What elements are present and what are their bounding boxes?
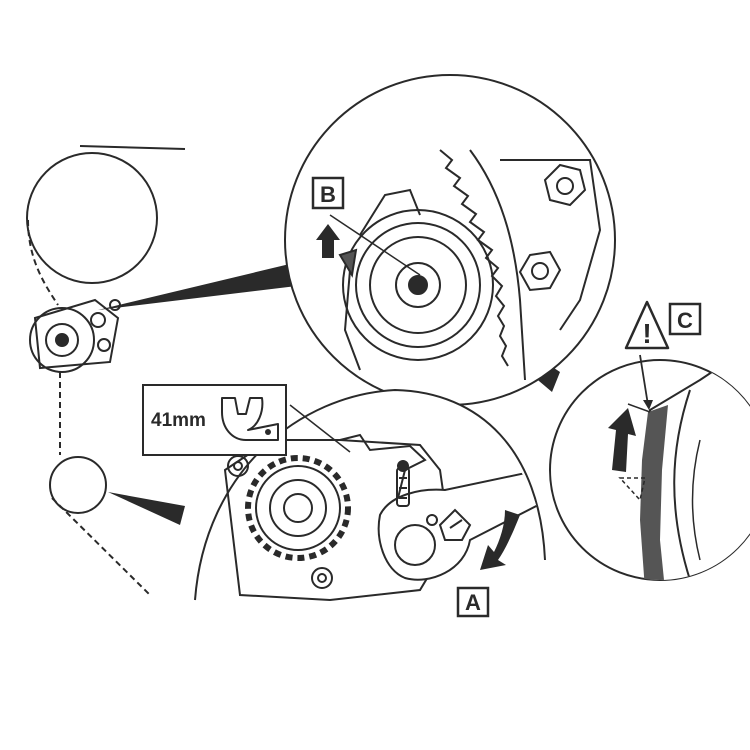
- hex-bolt-upper: [543, 163, 587, 207]
- open-end-wrench-icon: [221, 397, 279, 441]
- tensioner-pulley-hub: [45, 323, 79, 357]
- belt-overview: [26, 145, 186, 596]
- ratchet-tool: [377, 468, 545, 581]
- tensioner-hub: [395, 262, 441, 308]
- ratchet-slot: [438, 508, 472, 541]
- pulley-dark-band: [640, 405, 668, 580]
- arrow-a: [480, 510, 520, 570]
- arrow-b: [316, 224, 340, 258]
- detail-circle-c: [549, 354, 750, 581]
- leader-wedge-b: [98, 262, 305, 310]
- tensioner-pointer: [338, 248, 358, 278]
- tensioner-bolt-2: [97, 338, 111, 352]
- hex-bolt-lower: [518, 250, 562, 292]
- crank-sprocket: [245, 455, 351, 561]
- label-a: A: [456, 586, 490, 618]
- detail-circle-b: [284, 74, 616, 406]
- crank-pulley-overview: [49, 456, 107, 514]
- label-b-text: B: [320, 182, 336, 207]
- arrow-c: [608, 408, 636, 472]
- label-c-text: C: [677, 308, 693, 333]
- leader-wedge-a: [108, 492, 185, 525]
- wrench-size-label: 41mm: [151, 410, 206, 431]
- label-c: C: [668, 302, 702, 336]
- warning-symbol: !: [642, 318, 651, 349]
- belt-top-run: [79, 145, 186, 150]
- timing-belt-back: [469, 149, 526, 381]
- indicator-line-c: [639, 354, 649, 406]
- warning-triangle-icon: !: [624, 300, 670, 350]
- tensioner-pulley: [29, 307, 95, 373]
- plate-bolt-2: [311, 567, 333, 589]
- engine-block: [500, 159, 602, 331]
- timing-belt-teeth: [439, 149, 509, 367]
- wrench-callout: 41mm: [142, 384, 287, 456]
- ratchet-head: [394, 524, 436, 566]
- label-a-text: A: [465, 590, 481, 615]
- tensioner-arm: [343, 188, 421, 371]
- tensioner-pulley-center: [55, 333, 69, 347]
- tensioner-bracket: [33, 298, 120, 370]
- label-b: B: [311, 176, 345, 210]
- belt-left-run: [27, 219, 59, 306]
- tensioner-bolt-1: [90, 312, 106, 328]
- belt-bottom-run: [51, 497, 151, 596]
- tensioner-bolt-3: [109, 299, 121, 311]
- camshaft-pulley: [26, 152, 158, 284]
